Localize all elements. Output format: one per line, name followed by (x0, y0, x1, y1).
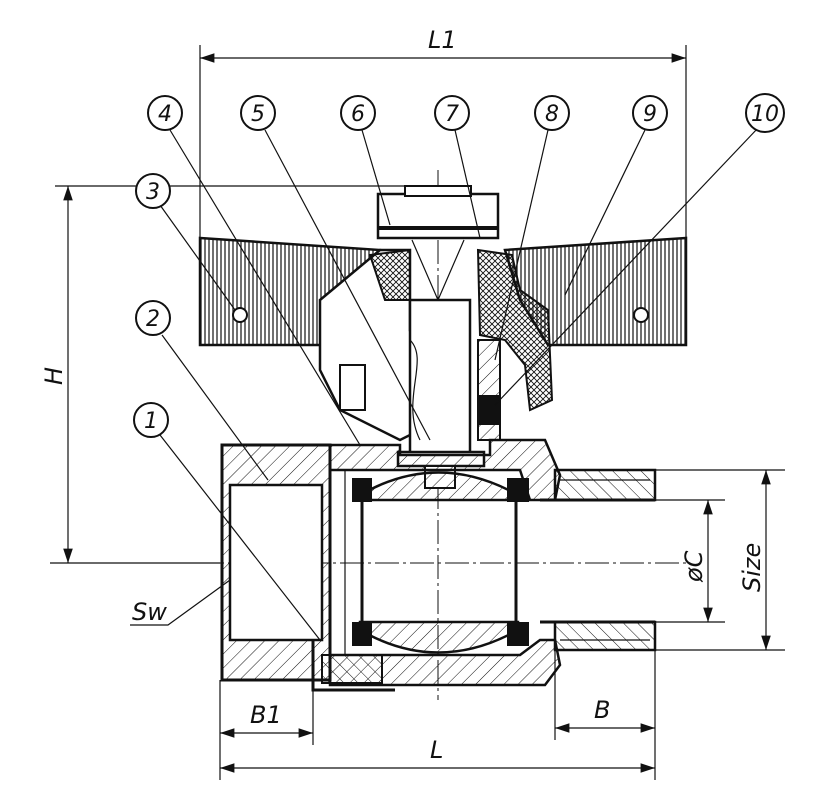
balloon-3: 3 (135, 173, 171, 209)
dim-B-label: B (594, 696, 610, 724)
balloon-6: 6 (340, 95, 376, 131)
svg-text:4: 4 (158, 102, 172, 127)
balloon-7: 7 (434, 95, 470, 131)
dim-L-label: L (430, 736, 443, 764)
svg-text:8: 8 (545, 102, 559, 127)
balloon-5: 5 (240, 95, 276, 131)
leader-lines (130, 127, 759, 641)
dim-C-label: øC (680, 550, 708, 583)
dim-H-label: H (40, 367, 68, 385)
svg-text:7: 7 (445, 102, 459, 127)
svg-text:10: 10 (751, 102, 779, 127)
balloons: 1 2 3 4 5 6 7 8 9 10 (133, 93, 785, 438)
svg-text:3: 3 (146, 180, 160, 205)
svg-text:9: 9 (643, 102, 657, 127)
dim-B1-label: B1 (250, 701, 282, 729)
balloon-9: 9 (632, 95, 668, 131)
svg-text:1: 1 (144, 409, 158, 434)
dim-size-label: Size (738, 543, 766, 592)
dim-L1-label: L1 (428, 26, 457, 54)
dim-sw-label: Sw (132, 598, 167, 626)
ball (344, 470, 529, 655)
dimension-lines (63, 53, 771, 773)
balloon-2: 2 (135, 300, 171, 336)
svg-text:6: 6 (351, 102, 365, 127)
balloon-10: 10 (745, 93, 785, 133)
balloon-1: 1 (133, 402, 169, 438)
balloon-8: 8 (534, 95, 570, 131)
svg-text:2: 2 (146, 307, 160, 332)
valve-body (220, 438, 657, 692)
balloon-4: 4 (147, 95, 183, 131)
svg-text:5: 5 (251, 102, 265, 127)
